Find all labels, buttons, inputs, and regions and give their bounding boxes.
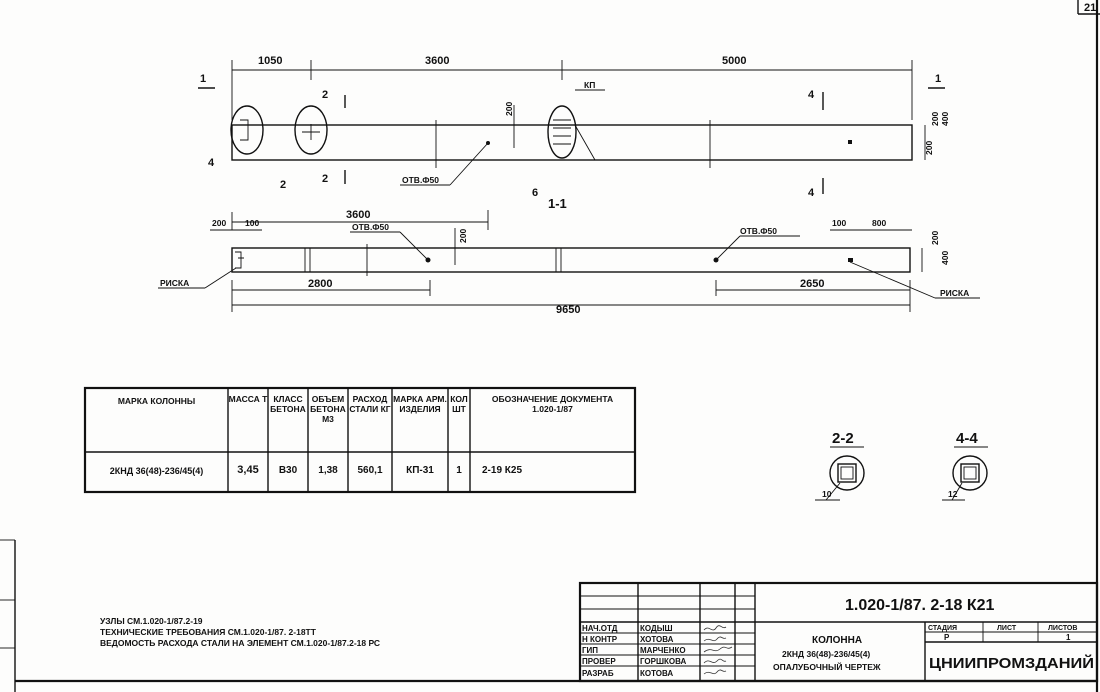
- section-1-1-view: 1-1 200 100 100 800 ОТВ.Ф50 ОТВ.Ф50 200 …: [158, 196, 980, 316]
- dim-height-400: 400: [940, 112, 950, 126]
- note-nodes: УЗЛЫ СМ.1.020-1/87.2-19: [100, 616, 203, 626]
- dim-height-200-top: 200: [930, 112, 940, 126]
- detail-4-oval: [230, 105, 264, 155]
- kp-label: КП: [584, 80, 595, 90]
- dim-height-200-bottom: 200: [924, 141, 934, 155]
- cell-mass: 3,45: [237, 464, 259, 476]
- section-4-4-title: 4-4: [956, 430, 978, 447]
- cell-quantity: 1: [456, 465, 462, 476]
- stage-value: Р: [944, 633, 950, 642]
- role-developer: РАЗРАБ: [582, 669, 614, 678]
- title-block: [578, 581, 1099, 683]
- hole-label-left: ОТВ.Ф50: [352, 222, 389, 232]
- name-checker: ГОРШКОВА: [640, 657, 687, 666]
- header-steel-usage: РАСХОД СТАЛИ КГ: [349, 394, 391, 414]
- role-checker: ПРОВЕР: [582, 657, 616, 666]
- header-concrete-volume: ОБЪЕМ БЕТОНА М3: [310, 394, 346, 424]
- table-text-layer: МАРКА КОЛОННЫ МАССА Т КЛАСС БЕТОНА ОБЪЕМ…: [109, 394, 614, 476]
- header-quantity: КОЛ ШТ: [450, 394, 468, 414]
- section-4-4: 4-4 12: [942, 430, 988, 501]
- dim-100-right: 100: [832, 218, 846, 228]
- dim-800-right: 800: [872, 218, 886, 228]
- cell-concrete-class: В30: [278, 465, 298, 476]
- role-norm-control: Н КОНТР: [582, 635, 618, 644]
- organization-name: ЦНИИПРОМЗДАНИЙ: [929, 654, 1094, 672]
- column-spec-table: [83, 386, 637, 494]
- risk-label-right: РИСКА: [940, 288, 969, 298]
- dim-side-400: 400: [940, 251, 950, 265]
- section-mark-4-bottom: 4: [808, 187, 815, 199]
- header-column-mark: МАРКА КОЛОННЫ: [117, 396, 196, 406]
- header-document: ОБОЗНАЧЕНИЕ ДОКУМЕНТА 1.020-1/87: [491, 394, 614, 414]
- name-norm-control: ХОТОВА: [640, 635, 674, 644]
- callout-12: 12: [948, 489, 958, 499]
- notes: УЗЛЫ СМ.1.020-1/87.2-19 ТЕХНИЧЕСКИЕ ТРЕБ…: [100, 616, 380, 648]
- name-head: КОДЫШ: [640, 624, 673, 633]
- role-chief-engineer: ГИП: [582, 646, 598, 655]
- dim-100-left: 100: [245, 218, 259, 228]
- header-concrete-class: КЛАСС БЕТОНА: [270, 394, 306, 414]
- section-mark-2-bottom: 2: [322, 173, 328, 185]
- cell-concrete-volume: 1,38: [318, 465, 338, 476]
- hole-label-right: ОТВ.Ф50: [740, 226, 777, 236]
- cell-document: 2-19 К25: [482, 465, 523, 476]
- section-mark-4-top: 4: [808, 89, 815, 101]
- dim-2800: 2800: [308, 278, 332, 290]
- signatures: [703, 625, 733, 675]
- section-2-2-title: 2-2: [832, 430, 854, 447]
- section-mark-1-right: 1: [935, 73, 941, 85]
- document-code: 1.020-1/87. 2-18 К21: [845, 597, 995, 614]
- column-outline: [231, 124, 913, 161]
- plan-view: 1050 3600 5000 ОТВ.Ф50 200 КП 3600 1 1 2…: [198, 55, 950, 230]
- header-mass: МАССА Т: [228, 394, 268, 404]
- section-mark-1-left: 1: [200, 73, 206, 85]
- section-1-1-title: 1-1: [548, 196, 567, 211]
- callout-6: 6: [532, 187, 538, 199]
- callout-2: 2: [280, 179, 286, 191]
- dim-5000: 5000: [722, 55, 746, 67]
- section-2-2: 2-2 10: [815, 430, 865, 501]
- callout-4: 4: [208, 157, 215, 169]
- sheets-value: 1: [1066, 633, 1071, 642]
- risk-label-left: РИСКА: [160, 278, 189, 288]
- role-head: НАЧ.ОТД: [582, 624, 618, 633]
- dim-3600: 3600: [425, 55, 449, 67]
- hole-label-plan: ОТВ.Ф50: [402, 175, 439, 185]
- note-steel-schedule: ВЕДОМОСТЬ РАСХОДА СТАЛИ НА ЭЛЕМЕНТ СМ.1.…: [100, 638, 380, 648]
- cell-steel-usage: 560,1: [357, 465, 383, 476]
- column-side-outline: [231, 247, 911, 273]
- name-chief-engineer: МАРЧЕНКО: [640, 646, 686, 655]
- sheet-number: 21: [1084, 2, 1096, 14]
- element-mark: 2КНД 36(48)-236/45(4): [782, 649, 870, 659]
- detail-6-oval: [547, 105, 577, 159]
- cell-reinforcement-mark: КП-31: [406, 465, 434, 476]
- dim-3600-bottom: 3600: [346, 209, 370, 221]
- element-name: КОЛОННА: [812, 635, 862, 646]
- detail-2-oval: [294, 105, 328, 155]
- header-reinforcement-mark: МАРКА АРМ. ИЗДЕЛИЯ: [393, 394, 447, 414]
- drawing-type: ОПАЛУБОЧНЫЙ ЧЕРТЕЖ: [773, 661, 881, 672]
- dim-9650: 9650: [556, 304, 580, 316]
- note-tech-requirements: ТЕХНИЧЕСКИЕ ТРЕБОВАНИЯ СМ.1.020-1/87. 2-…: [100, 627, 317, 637]
- dim-200-plan: 200: [504, 102, 514, 116]
- cell-column-mark: 2КНД 36(48)-236/45(4): [109, 466, 204, 476]
- stage-header: СТАДИЯ: [928, 625, 957, 632]
- name-developer: КОТОВА: [640, 669, 673, 678]
- dim-200-hole: 200: [458, 229, 468, 243]
- dim-200-left: 200: [212, 218, 226, 228]
- dim-1050: 1050: [258, 55, 282, 67]
- dim-side-200: 200: [930, 231, 940, 245]
- section-mark-2-top: 2: [322, 89, 328, 101]
- callout-10: 10: [822, 489, 832, 499]
- sheets-header: ЛИСТОВ: [1048, 625, 1077, 632]
- sheet-header: ЛИСТ: [997, 625, 1017, 632]
- dim-2650: 2650: [800, 278, 824, 290]
